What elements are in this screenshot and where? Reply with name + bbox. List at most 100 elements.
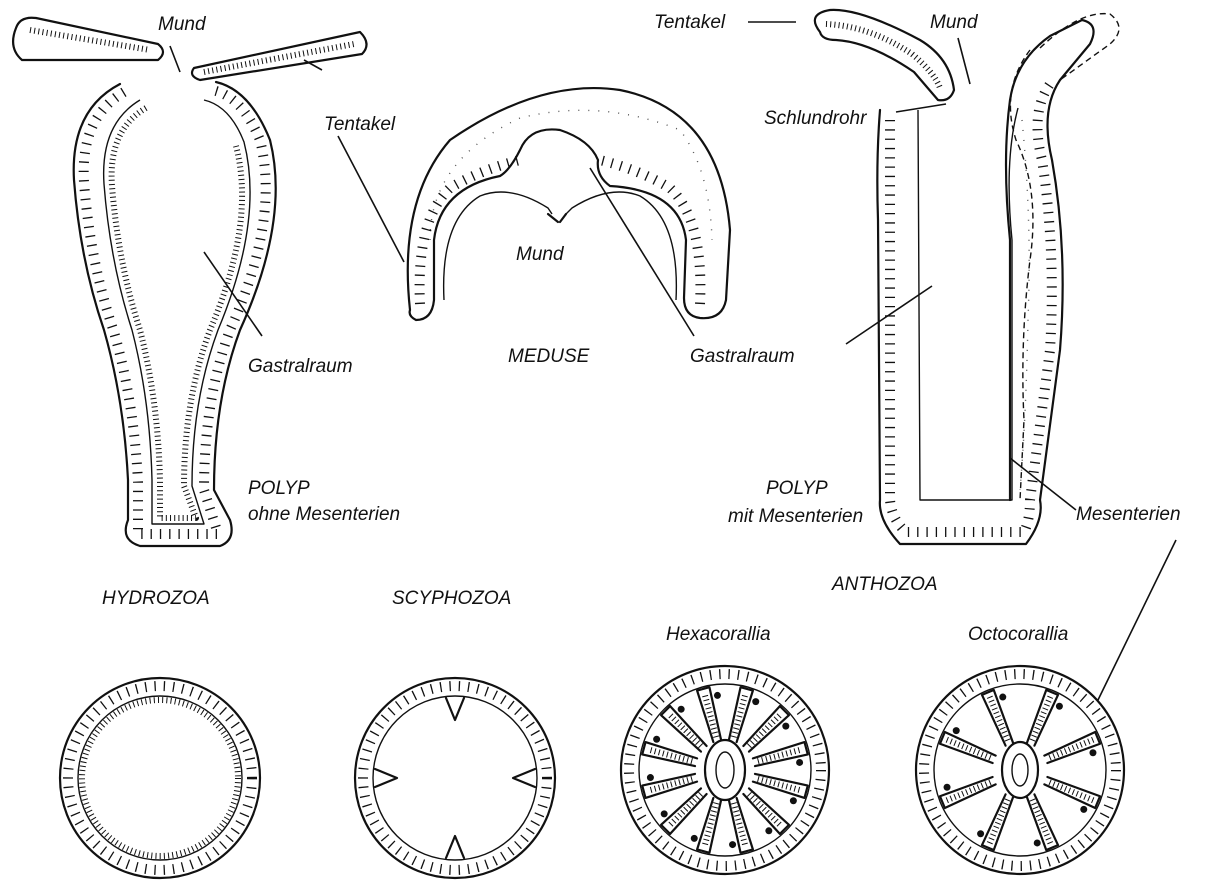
group-octocorallia: Octocorallia [968, 624, 1068, 645]
hexa-septa-septum [661, 706, 707, 752]
anthozoa-polyp-mesentery-edge [1010, 50, 1033, 500]
group-hexacorallia: Hexacorallia [666, 624, 771, 645]
hexa-septa-septum [743, 706, 789, 752]
hydrozoa-polyp-gastrodermis-cells [112, 108, 242, 518]
label-mesenterien: Mesenterien [1076, 504, 1181, 525]
label-polyp-hydro-2: ohne Mesenterien [248, 504, 400, 525]
anthozoa-polyp-body-cells [890, 84, 1052, 532]
hydrozoa-cross-section [60, 678, 260, 878]
hexacorallia-section-inner [639, 684, 811, 856]
leader-mesenterien-section [1098, 540, 1176, 700]
scyphozoa-septum-bottom [446, 836, 464, 858]
hexa-septa-muscle-dot [691, 835, 698, 842]
octo-septa-muscle-dot [1089, 749, 1096, 756]
octo-septa-muscle-dot [953, 727, 960, 734]
hexa-septa-septum [743, 788, 789, 834]
hexa-septa-muscle-dot [678, 706, 685, 713]
label-polyp-antho: POLYP [766, 478, 828, 499]
scyphozoa-section-outer [355, 678, 555, 878]
label-tentakel-hydro: Tentakel [324, 114, 396, 135]
hexa-septa-muscle-dot [661, 810, 668, 817]
hydrozoa-section-cells [68, 686, 252, 870]
hydrozoa-polyp-body-outer [74, 82, 276, 546]
octo-septa-septum [1027, 794, 1058, 850]
leader-mund-hydro [170, 46, 180, 72]
octocorallia-section-inner [934, 684, 1106, 856]
hexa-septa-muscle-dot [653, 736, 660, 743]
group-hydrozoa: HYDROZOA [102, 588, 210, 609]
hexa-septa-septum [729, 687, 753, 742]
group-scyphozoa: SCYPHOZOA [392, 588, 511, 609]
octo-septa-muscle-dot [1034, 839, 1041, 846]
hexacorallia-pharynx-lumen [716, 752, 734, 788]
octo-septa-muscle-dot [944, 784, 951, 791]
hexa-septa-muscle-dot [790, 797, 797, 804]
anthozoa-polyp-tentacle-cells [826, 24, 940, 88]
labels: Mund Tentakel Gastralraum POLYP ohne Mes… [102, 12, 1181, 645]
hexa-septa-muscle-dot [765, 827, 772, 834]
scyphozoa-septum-right [513, 769, 535, 787]
octocorallia-pharynx-lumen [1012, 754, 1028, 786]
label-mund-meduse: Mund [516, 244, 565, 265]
medusa-drawing [408, 88, 730, 320]
octocorallia-section-outer [916, 666, 1124, 874]
label-schlundrohr: Schlundrohr [764, 108, 867, 129]
label-gastralraum-antho: Gastralraum [690, 346, 795, 367]
leader-mund-antho [958, 38, 970, 84]
leader-gastralraum-meduse [590, 168, 694, 336]
hexa-septa-muscle-dot [729, 841, 736, 848]
octocorallia-cross-section [916, 666, 1124, 874]
hexacorallia-section-cells [629, 674, 821, 866]
hydrozoa-section-inner [78, 696, 242, 860]
hydrozoa-polyp-left-tentacle-cells [30, 30, 150, 50]
octo-septa-septum [982, 794, 1013, 850]
hydrozoa-polyp-body-inner [104, 100, 250, 524]
hexacorallia-septa [642, 687, 808, 853]
octo-septa-septum [1044, 777, 1100, 808]
octo-septa-muscle-dot [1056, 703, 1063, 710]
medusa-inner-cells [420, 160, 701, 304]
hexacorallia-section-outer [621, 666, 829, 874]
label-polyp-hydro: POLYP [248, 478, 310, 499]
hexa-septa-muscle-dot [752, 698, 759, 705]
hydrozoa-polyp-outer-wall [13, 18, 163, 60]
hydrozoa-section-gastro-cells [82, 700, 238, 856]
anthozoa-polyp-dashed-tentacle [1040, 14, 1119, 80]
anthozoa-polyp-pharynx [918, 108, 1018, 500]
label-gastralraum-hydro: Gastralraum [248, 356, 353, 377]
octo-septa-septum [982, 690, 1013, 746]
hydrozoa-polyp-drawing [13, 18, 366, 546]
leader-schlundrohr [896, 104, 946, 112]
hexa-septa-muscle-dot [782, 723, 789, 730]
octo-septa-septum [1027, 690, 1058, 746]
leader-gastralraum-hydro [204, 252, 262, 336]
hexa-septa-muscle-dot [796, 759, 803, 766]
hexa-septa-septum [753, 774, 808, 798]
hexa-septa-septum-cells [668, 794, 701, 827]
hexa-septa-muscle-dot [647, 774, 654, 781]
group-anthozoa: ANTHOZOA [831, 574, 938, 595]
hydrozoa-polyp-body-cells [84, 90, 266, 534]
scyphozoa-septum-top [446, 698, 464, 720]
hydrozoa-section-outer [60, 678, 260, 878]
scyphozoa-cross-section [355, 678, 555, 878]
hexacorallia-cross-section [621, 666, 829, 874]
scyphozoa-septum-left [375, 769, 397, 787]
hexa-septa-septum [697, 798, 721, 853]
label-tentakel-antho: Tentakel [654, 12, 726, 33]
anthozoa-polyp-drawing [815, 10, 1119, 544]
hexa-septa-muscle-dot [714, 692, 721, 699]
hydrozoa-polyp-right-tentacle [192, 32, 367, 80]
label-mund-hydro: Mund [158, 14, 207, 35]
label-polyp-antho-2: mit Mesenterien [728, 506, 863, 527]
octo-septa-septum [940, 777, 996, 808]
leader-mesenterien-polyp [1010, 458, 1076, 510]
octo-septa-muscle-dot [1080, 806, 1087, 813]
hexa-septa-septum [642, 742, 697, 766]
octo-septa-muscle-dot [999, 694, 1006, 701]
octocorallia-pharynx [1002, 742, 1038, 798]
scyphozoa-section-cells [363, 686, 547, 870]
octo-septa-septum [940, 732, 996, 763]
octo-septa-septum [1044, 732, 1100, 763]
